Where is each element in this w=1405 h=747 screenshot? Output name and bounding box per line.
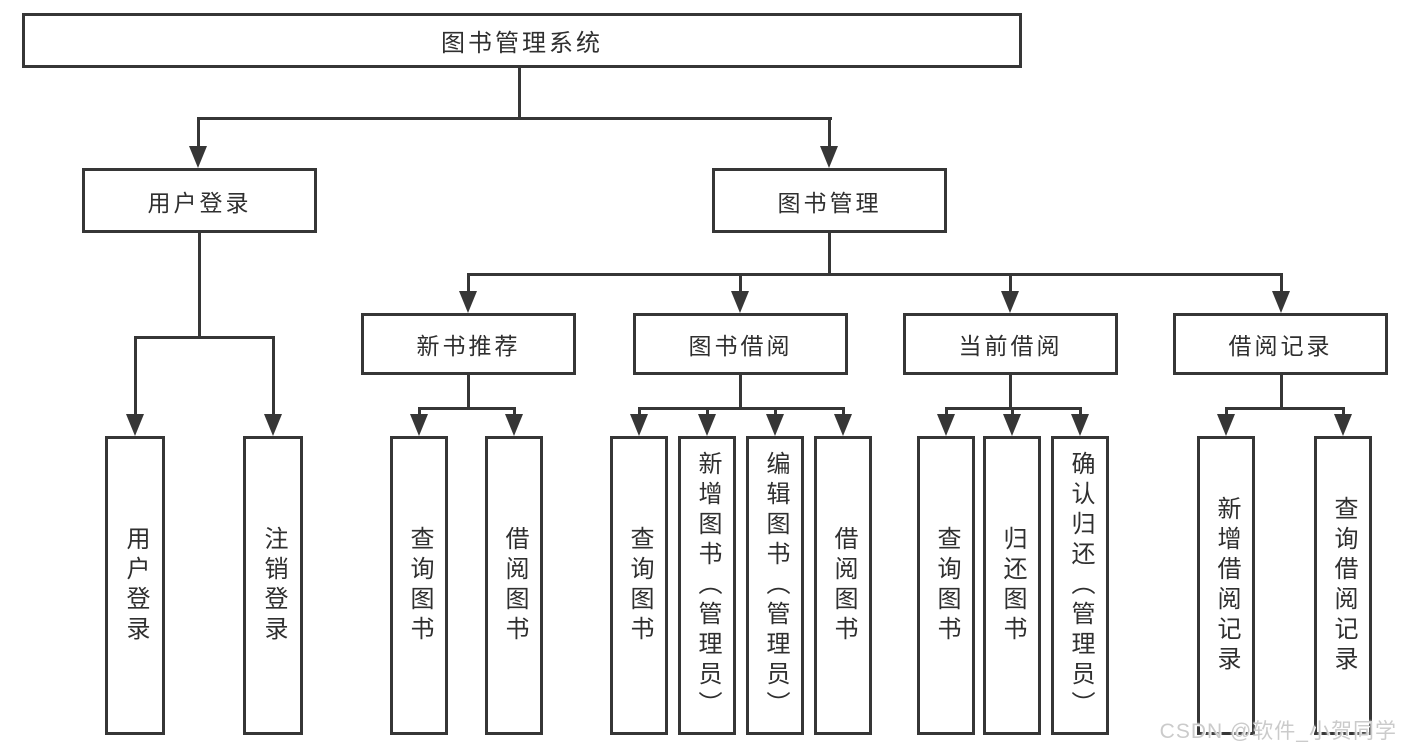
node-recommend-query-books: 查询图书 <box>390 436 448 735</box>
node-book-management: 图书管理 <box>712 168 947 233</box>
connector <box>828 117 831 148</box>
arrowhead <box>1071 414 1089 436</box>
arrowhead <box>1272 291 1290 313</box>
node-root-label: 图书管理系统 <box>441 30 603 57</box>
node-book-borrow: 图书借阅 <box>633 313 848 375</box>
connector <box>1011 407 1014 416</box>
connector <box>134 336 137 416</box>
connector <box>1280 375 1283 407</box>
csdn-watermark: CSDN @软件_小贺同学 <box>1159 720 1397 743</box>
connector <box>945 407 948 416</box>
arrowhead <box>126 414 144 436</box>
connector <box>418 407 516 410</box>
node-book-management-label: 图书管理 <box>777 189 882 216</box>
node-new-book-recommend: 新书推荐 <box>361 313 576 375</box>
connector <box>467 375 470 407</box>
arrowhead <box>698 414 716 436</box>
node-add-book-admin: 新增图书（管理员） <box>678 436 736 735</box>
connector <box>842 407 845 416</box>
connector <box>197 117 200 148</box>
connector <box>272 336 275 416</box>
connector <box>739 273 742 293</box>
node-recommend-query-books-label: 查询图书 <box>406 525 433 646</box>
arrowhead <box>459 291 477 313</box>
connector <box>197 117 832 120</box>
arrowhead <box>630 414 648 436</box>
arrowhead <box>937 414 955 436</box>
node-current-borrow-label: 当前借阅 <box>958 333 1063 359</box>
node-add-borrow-record-label: 新增借阅记录 <box>1213 495 1240 676</box>
node-login: 用户登录 <box>105 436 165 735</box>
connector <box>1225 407 1344 410</box>
connector <box>1225 407 1228 416</box>
node-borrow-books-label: 借阅图书 <box>830 525 857 646</box>
node-return-book: 归还图书 <box>983 436 1041 735</box>
node-borrow-books: 借阅图书 <box>814 436 872 735</box>
node-add-book-admin-label: 新增图书（管理员） <box>694 450 721 721</box>
arrowhead <box>1001 291 1019 313</box>
arrowhead <box>410 414 428 436</box>
connector <box>198 233 201 336</box>
node-user-login: 用户登录 <box>82 168 317 233</box>
connector <box>739 375 742 407</box>
node-recommend-borrow-books: 借阅图书 <box>485 436 543 735</box>
arrowhead <box>766 414 784 436</box>
node-borrow-query-books-label: 查询图书 <box>626 525 653 646</box>
connector <box>467 273 470 293</box>
node-recommend-borrow-books-label: 借阅图书 <box>501 525 528 646</box>
node-user-login-label: 用户登录 <box>147 189 252 216</box>
node-edit-book-admin: 编辑图书（管理员） <box>746 436 804 735</box>
node-logout-label: 注销登录 <box>260 525 287 646</box>
node-current-borrow: 当前借阅 <box>903 313 1118 375</box>
node-query-borrow-record: 查询借阅记录 <box>1314 436 1372 735</box>
connector <box>828 233 831 273</box>
connector <box>518 68 521 117</box>
node-borrow-query-books: 查询图书 <box>610 436 668 735</box>
arrowhead <box>1003 414 1021 436</box>
arrowhead <box>1334 414 1352 436</box>
connector <box>638 407 641 416</box>
connector <box>418 407 421 416</box>
arrowhead <box>731 291 749 313</box>
connector <box>1009 375 1012 407</box>
node-login-label: 用户登录 <box>122 525 149 646</box>
connector <box>134 336 275 339</box>
node-root: 图书管理系统 <box>22 13 1022 68</box>
connector <box>706 407 709 416</box>
connector <box>1342 407 1345 416</box>
node-logout: 注销登录 <box>243 436 303 735</box>
node-current-query-books-label: 查询图书 <box>933 525 960 646</box>
node-query-borrow-record-label: 查询借阅记录 <box>1330 495 1357 676</box>
node-new-book-recommend-label: 新书推荐 <box>416 333 521 359</box>
node-borrow-records-label: 借阅记录 <box>1228 333 1333 359</box>
arrowhead <box>189 146 207 168</box>
connector <box>513 407 516 416</box>
arrowhead <box>834 414 852 436</box>
arrowhead <box>1217 414 1235 436</box>
node-borrow-records: 借阅记录 <box>1173 313 1388 375</box>
connector <box>467 273 1283 276</box>
node-current-query-books: 查询图书 <box>917 436 975 735</box>
arrowhead <box>505 414 523 436</box>
connector <box>1009 273 1012 293</box>
node-book-borrow-label: 图书借阅 <box>688 333 793 359</box>
connector <box>1280 273 1283 293</box>
connector <box>774 407 777 416</box>
node-return-book-label: 归还图书 <box>999 525 1026 646</box>
node-edit-book-admin-label: 编辑图书（管理员） <box>762 450 789 721</box>
arrowhead <box>820 146 838 168</box>
node-confirm-return-admin-label: 确认归还（管理员） <box>1067 450 1094 721</box>
node-confirm-return-admin: 确认归还（管理员） <box>1051 436 1109 735</box>
node-add-borrow-record: 新增借阅记录 <box>1197 436 1255 735</box>
connector <box>1079 407 1082 416</box>
arrowhead <box>264 414 282 436</box>
connector <box>638 407 844 410</box>
